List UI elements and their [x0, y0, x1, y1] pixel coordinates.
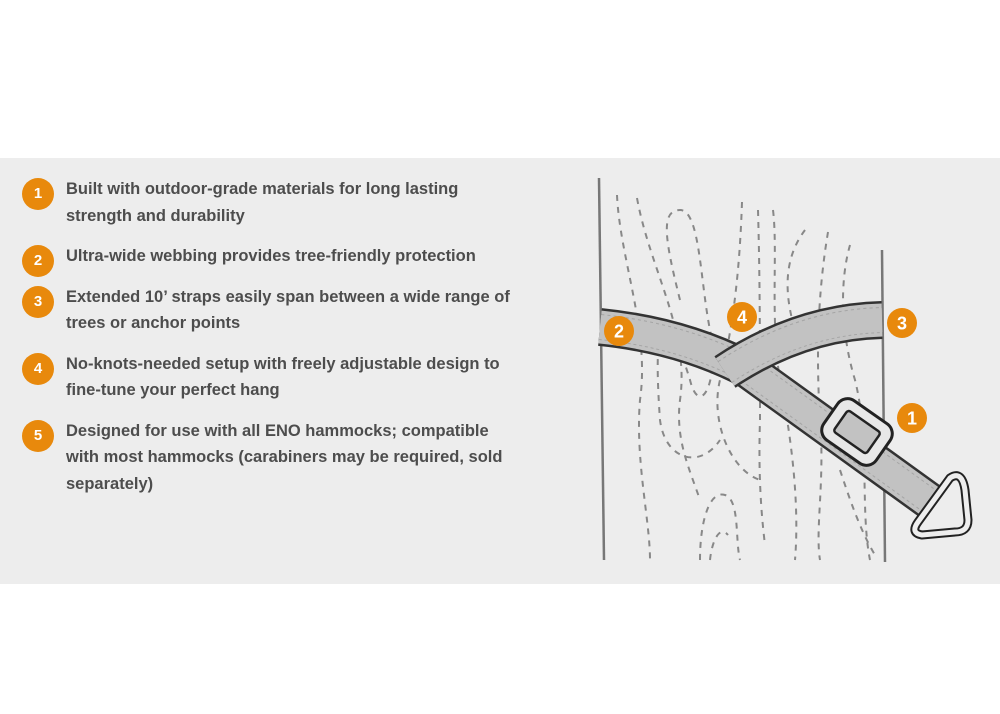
- callouts: 2 4 3 1: [604, 302, 927, 433]
- number-badge: 5: [22, 419, 54, 452]
- buckle-icon: [820, 397, 894, 467]
- feature-text: No-knots-needed setup with freely adjust…: [66, 354, 500, 400]
- number-badge: 3: [22, 285, 54, 318]
- tree-strap-illustration: 2 4 3 1: [597, 177, 973, 563]
- number-badge: 4: [22, 352, 54, 385]
- feature-text: Ultra-wide webbing provides tree-friendl…: [66, 247, 476, 265]
- number-badge: 1: [22, 178, 54, 210]
- feature-text: Designed for use with all ENO hammocks; …: [66, 421, 503, 493]
- callout-2: [604, 316, 634, 346]
- tree-trunk: [597, 177, 887, 563]
- feature-item-2: 2 Ultra-wide webbing provides tree-frien…: [22, 243, 522, 277]
- feature-item-1: 1 Built with outdoor-grade materials for…: [22, 176, 522, 229]
- callout-1: [897, 403, 927, 433]
- callout-4: [727, 302, 757, 332]
- feature-text: Built with outdoor-grade materials for l…: [66, 180, 459, 225]
- feature-text: Extended 10’ straps easily span between …: [66, 287, 510, 333]
- feature-item-5: 5 Designed for use with all ENO hammocks…: [22, 418, 522, 498]
- feature-list: 1 Built with outdoor-grade materials for…: [22, 176, 522, 511]
- feature-band: [0, 158, 1000, 584]
- callout-label: 2: [614, 322, 624, 342]
- d-ring-icon: [910, 471, 973, 540]
- callout-3: [887, 308, 917, 338]
- callout-label: 4: [737, 308, 747, 328]
- feature-item-4: 4 No-knots-needed setup with freely adju…: [22, 351, 522, 404]
- feature-item-3: 3 Extended 10’ straps easily span betwee…: [22, 284, 522, 337]
- callout-label: 1: [907, 409, 917, 429]
- wood-grain: [616, 194, 876, 561]
- callout-label: 3: [897, 314, 907, 334]
- strap-upper: [714, 301, 883, 388]
- number-badge: 2: [22, 245, 54, 277]
